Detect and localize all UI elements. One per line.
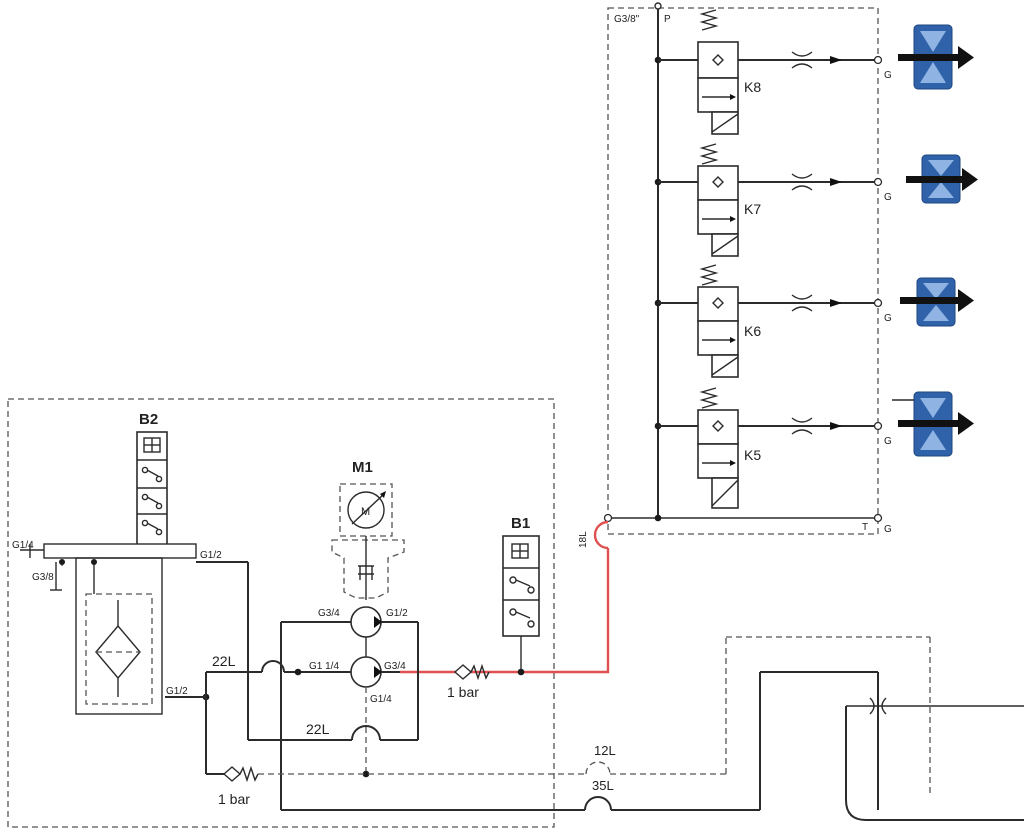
pump-top-in-label: G3/4 [318, 608, 340, 619]
k8-out-port-label: G [884, 70, 892, 81]
tank-out-port-label: G [884, 524, 892, 535]
motor-symbol-label: M [361, 506, 370, 518]
check-valve-1bar-return: 1 bar [206, 765, 586, 807]
actuator-k5 [892, 391, 974, 457]
tank-port-label: T [862, 522, 868, 533]
valve-k6: K6 G [654, 264, 892, 378]
actuator-k8 [898, 24, 974, 90]
reservoir-tank [845, 705, 1024, 821]
valve-manifold: G3/8" P T G [603, 2, 892, 535]
b2-label: B2 [139, 411, 158, 428]
actuator-k6 [900, 277, 974, 327]
valve-k7: K7 G [654, 143, 892, 257]
actuator-k7 [906, 154, 978, 204]
hose-12l: 12L [585, 636, 931, 795]
hose-35l-label: 35L [592, 778, 614, 793]
hose-35l: 35L [281, 671, 887, 811]
valve-k7-label: K7 [744, 201, 761, 217]
power-unit-boundary [7, 398, 555, 828]
valve-block-boundary [607, 7, 879, 535]
filter-port-g14-label: G1/4 [12, 540, 34, 551]
hose-22l-upper-label: 22L [212, 653, 236, 669]
motor-m1: M1 M [331, 459, 405, 600]
pump-in-label: G1 1/4 [309, 661, 339, 672]
check-1bar-return-label: 1 bar [218, 791, 250, 807]
pump-top-out-label: G1/2 [386, 608, 408, 619]
hose-12l-label: 12L [594, 743, 616, 758]
k7-out-port-label: G [884, 192, 892, 203]
hose-22l-lower-label: 22L [306, 721, 330, 737]
valve-k6-label: K6 [744, 323, 761, 339]
k6-out-port-label: G [884, 313, 892, 324]
pump-circuit: 22L 22L [165, 562, 419, 810]
b1-label: B1 [511, 515, 530, 532]
pump-drain-label: G1/4 [370, 694, 392, 705]
valve-k8: K8 G [654, 9, 892, 135]
pressure-switch-b1: B1 [502, 515, 540, 676]
filter-port-g12-bottom-label: G1/2 [166, 686, 188, 697]
check-1bar-pressure-label: 1 bar [447, 684, 479, 700]
valve-block-port-label: G3/8" [614, 14, 640, 25]
hose-18l-label: 18L [578, 531, 589, 548]
m1-label: M1 [352, 459, 373, 476]
valve-k8-label: K8 [744, 79, 761, 95]
valve-k5-label: K5 [744, 447, 761, 463]
pump-out-label: G3/4 [384, 661, 406, 672]
filter-port-g12-top-label: G1/2 [200, 550, 222, 561]
filter-block: G1/4 G3/8 G1/2 G1/2 [12, 540, 248, 715]
check-valve-1bar-pressure: 1 bar [447, 663, 490, 700]
valve-k5: K5 G [654, 387, 892, 509]
filter-port-g38-label: G3/8 [32, 572, 54, 583]
k5-out-port-label: G [884, 436, 892, 447]
pressure-port-label: P [664, 14, 671, 25]
pressure-switch-b2: B2 [136, 411, 168, 547]
